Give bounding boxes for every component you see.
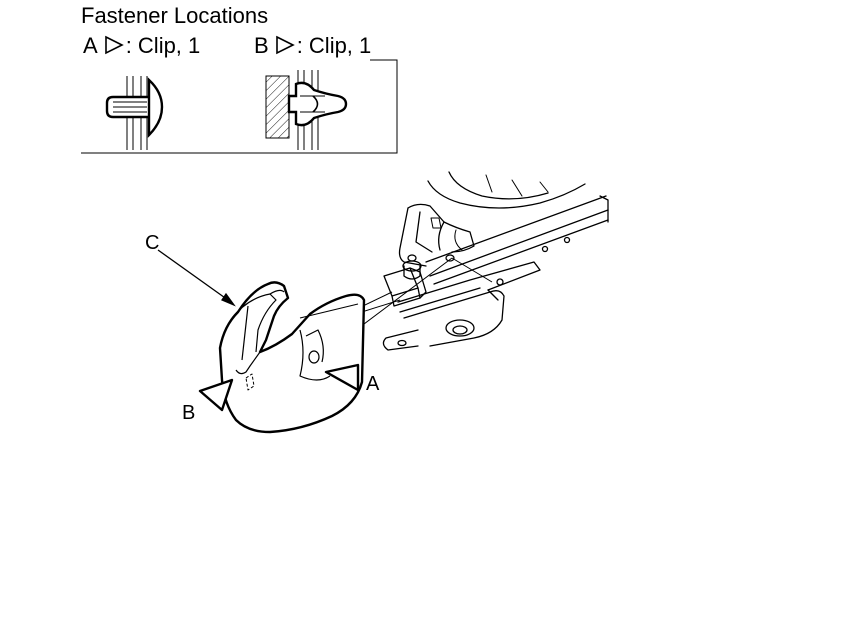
legend-letter-b: B [254, 33, 269, 58]
callout-label-b: B [182, 402, 196, 424]
legend-item-a: A : Clip, 1 [83, 33, 200, 59]
pointer-a [324, 363, 360, 392]
legend-letter-a: A [83, 33, 98, 58]
hollow-triangle-pointer-icon [275, 35, 295, 55]
fastener-inset-frame [81, 59, 398, 154]
pointer-b [198, 378, 234, 412]
callout-label-a: A [366, 373, 380, 395]
legend-text-a: : Clip, 1 [125, 33, 201, 58]
clip-a-detail [105, 76, 164, 150]
leader-line-c [157, 249, 236, 307]
callout-label-c: C [145, 232, 160, 254]
hollow-triangle-pointer-icon [104, 35, 124, 55]
seat-rail-assembly [382, 171, 609, 351]
side-cover-c [218, 281, 366, 434]
page-title: Fastener Locations [81, 3, 269, 28]
clip-b-detail [265, 70, 348, 150]
legend-item-b: B : Clip, 1 [254, 33, 371, 59]
legend-text-b: : Clip, 1 [296, 33, 372, 58]
